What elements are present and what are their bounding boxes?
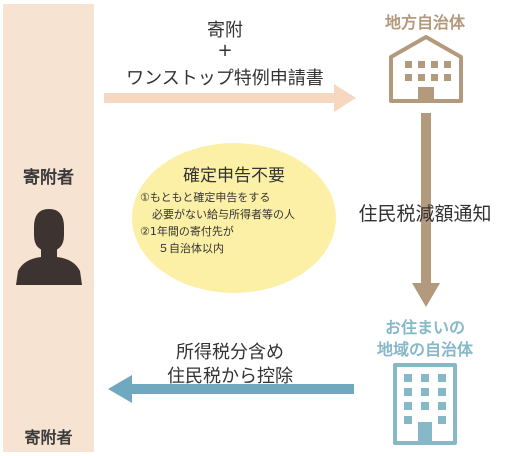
condition-2-line-2: ５自治体以内 (158, 242, 224, 255)
condition-2-line-1: ②1年間の寄付先が (140, 225, 234, 238)
resident-tax-deduction-label: 住民税から控除 (167, 366, 293, 387)
no-filing-circle (132, 143, 336, 293)
origin-city-building-icon (389, 35, 463, 103)
resident-city-label-line-1: お住まいの (384, 318, 465, 337)
income-tax-included-label: 所得税分含め (176, 342, 284, 363)
arrow-to-donor (108, 375, 354, 403)
arrow-to-origin-city (104, 84, 356, 112)
arrow-down-notice (412, 113, 440, 307)
resident-city-label-line-2: 地域の自治体 (376, 340, 473, 359)
donor-label: 寄附者 (23, 168, 74, 188)
donation-label: 寄附 (207, 20, 243, 41)
plus-sign: + (217, 40, 233, 61)
person-icon (16, 209, 82, 285)
condition-1-line-1: ①もともと確定申告をする (140, 191, 271, 204)
resident-tax-reduction-notice-label: 住民税減額通知 (358, 203, 492, 225)
donor-footer-label: 寄附者 (24, 428, 73, 447)
no-filing-title: 確定申告不要 (183, 166, 285, 186)
condition-1-line-2: 必要がない給与所得者等の人 (152, 208, 295, 221)
resident-city-building-icon (393, 363, 457, 445)
one-stop-application-label: ワンストップ特例申請書 (126, 68, 324, 89)
origin-city-label: 地方自治体 (384, 13, 465, 32)
